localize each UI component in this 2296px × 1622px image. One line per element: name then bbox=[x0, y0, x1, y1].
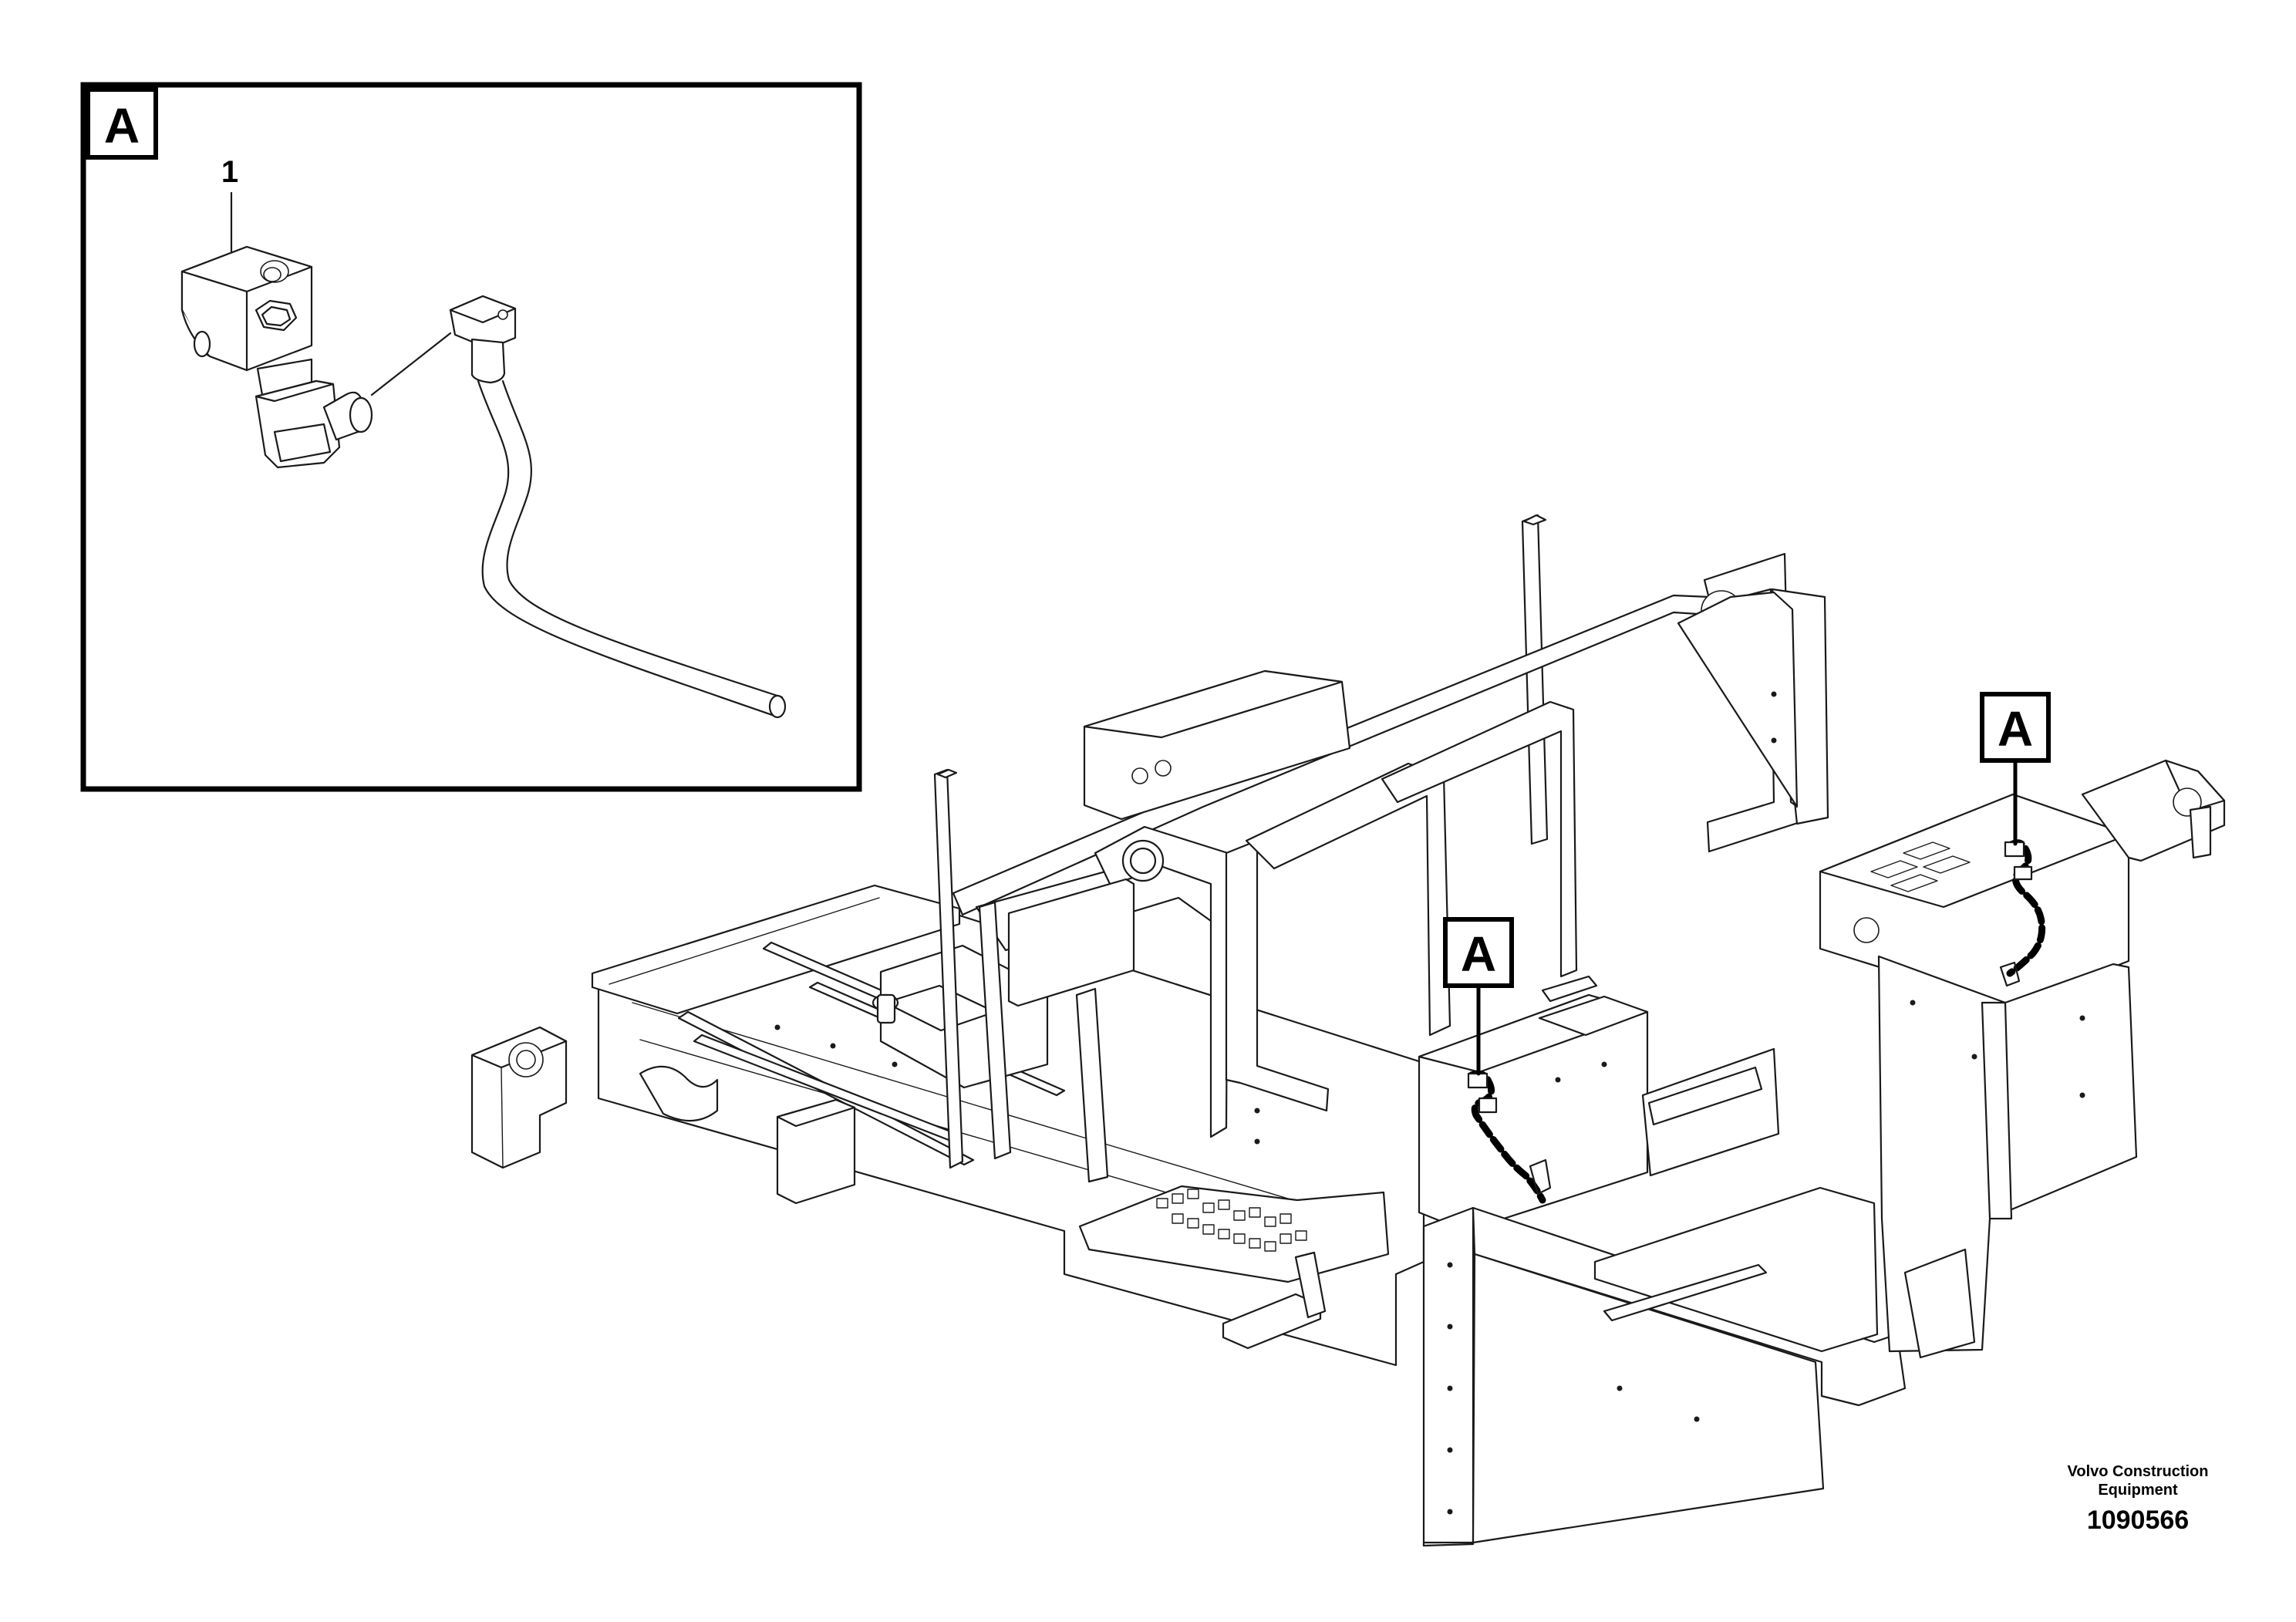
brand-line-1: Volvo Construction bbox=[2068, 1463, 2209, 1480]
brand-line-2: Equipment bbox=[2098, 1482, 2178, 1499]
wire-harness-right bbox=[1999, 839, 2046, 987]
pressure-switch-valve bbox=[180, 245, 373, 469]
top-slots bbox=[1870, 841, 1971, 892]
floor-grid bbox=[1156, 1189, 1307, 1252]
machine-frame bbox=[470, 514, 2226, 1547]
callout-a-center: A bbox=[1443, 917, 1514, 1076]
detail-panel-a: A 1 bbox=[80, 82, 862, 792]
detail-panel-label: A bbox=[104, 98, 140, 153]
callout-a-center-label: A bbox=[1461, 926, 1496, 982]
reference-number: 1090566 bbox=[2087, 1506, 2189, 1535]
hose bbox=[449, 295, 787, 719]
callout-a-right-label: A bbox=[1998, 701, 2033, 757]
callout-a-right: A bbox=[1980, 692, 2051, 846]
detail-panel-label-box bbox=[86, 87, 158, 160]
item-number-1: 1 bbox=[221, 155, 238, 189]
